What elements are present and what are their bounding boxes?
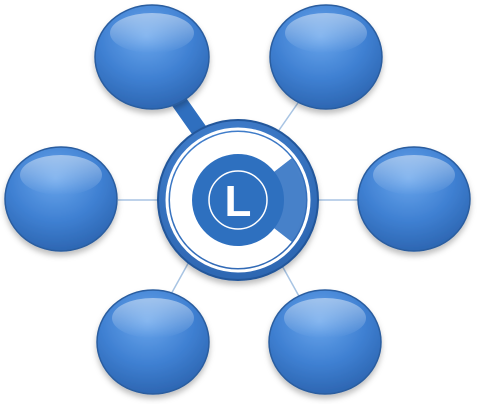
satellite-node-middle-left[interactable] xyxy=(4,146,118,252)
satellite-node-bottom-left[interactable] xyxy=(96,289,210,395)
satellite-node-top-right[interactable] xyxy=(269,4,383,110)
logo-letter: L xyxy=(225,177,252,226)
satellite-node-bottom-right[interactable] xyxy=(268,289,382,395)
logo-c-icon xyxy=(170,132,306,268)
hub-node[interactable]: L xyxy=(157,119,319,281)
satellite-node-middle-right[interactable] xyxy=(357,146,471,252)
connector-bottom-left xyxy=(169,259,191,297)
logo-l-icon: L xyxy=(208,170,268,230)
satellite-node-top-left[interactable] xyxy=(94,4,210,110)
connector-bottom-right xyxy=(279,261,301,299)
satellite-group xyxy=(4,4,471,395)
